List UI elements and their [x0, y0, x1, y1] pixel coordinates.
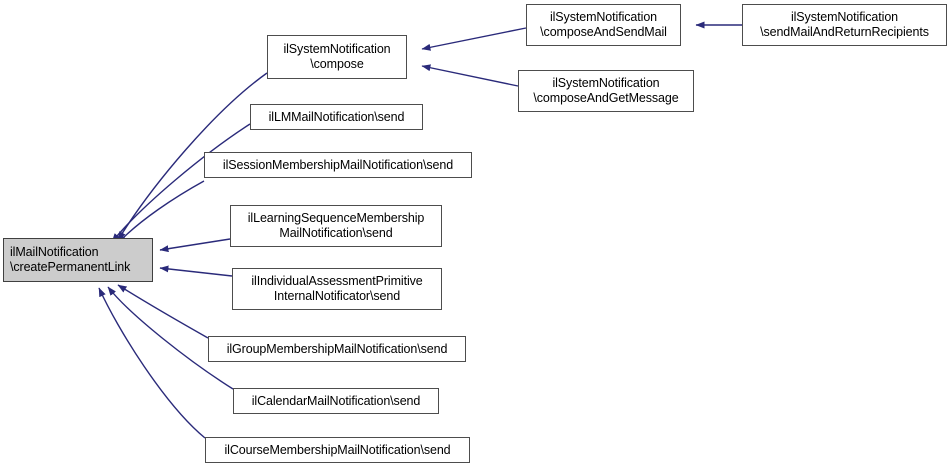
graph-node-root[interactable]: ilMailNotification \createPermanentLink — [3, 238, 153, 282]
graph-node-label: ilIndividualAssessmentPrimitive Internal… — [251, 274, 423, 303]
graph-node-label: ilSystemNotification \sendMailAndReturnR… — [760, 10, 929, 39]
edge-session-membership-send-to-root — [117, 180, 205, 244]
graph-node-system-compose-and-get-message[interactable]: ilSystemNotification \composeAndGetMessa… — [518, 70, 694, 112]
graph-node-label: ilSystemNotification \compose — [283, 42, 391, 71]
graph-node-group-membership-send[interactable]: ilGroupMembershipMailNotification\send — [208, 336, 466, 362]
edge-learning-sequence-to-root — [159, 238, 231, 253]
edge-compose-and-send-mail-to-compose — [421, 27, 527, 51]
graph-node-label: ilLearningSequenceMembership MailNotific… — [247, 211, 425, 240]
graph-node-label: ilSystemNotification \composeAndGetMessa… — [533, 76, 679, 105]
graph-node-session-membership-send[interactable]: ilSessionMembershipMailNotification\send — [204, 152, 472, 178]
graph-node-label: ilSessionMembershipMailNotification\send — [222, 157, 454, 172]
graph-node-label: ilSystemNotification \composeAndSendMail — [540, 10, 667, 39]
graph-node-label: ilGroupMembershipMailNotification\send — [226, 341, 448, 356]
edge-course-membership-to-root — [98, 287, 206, 439]
graph-node-label: ilCourseMembershipMailNotification\send — [224, 442, 451, 457]
graph-node-system-compose[interactable]: ilSystemNotification \compose — [267, 35, 407, 79]
graph-node-individual-assessment-primitive-send[interactable]: ilIndividualAssessmentPrimitive Internal… — [232, 268, 442, 310]
edge-individual-assessment-to-root — [159, 265, 233, 277]
graph-node-system-send-mail-and-return-recipients[interactable]: ilSystemNotification \sendMailAndReturnR… — [742, 4, 947, 46]
graph-node-learning-sequence-membership-send[interactable]: ilLearningSequenceMembership MailNotific… — [230, 205, 442, 247]
graph-node-label: ilLMMailNotification\send — [268, 109, 405, 124]
graph-node-system-compose-and-send-mail[interactable]: ilSystemNotification \composeAndSendMail — [526, 4, 681, 46]
edge-compose-and-get-message-to-compose — [421, 64, 519, 87]
graph-node-lm-mail-send[interactable]: ilLMMailNotification\send — [250, 104, 423, 130]
graph-node-calendar-mail-send[interactable]: ilCalendarMailNotification\send — [233, 388, 439, 414]
graph-node-label: ilCalendarMailNotification\send — [251, 393, 421, 408]
graph-node-label: ilMailNotification \createPermanentLink — [10, 245, 131, 274]
graph-node-course-membership-send[interactable]: ilCourseMembershipMailNotification\send — [205, 437, 470, 463]
edge-group-membership-to-root — [117, 284, 209, 339]
